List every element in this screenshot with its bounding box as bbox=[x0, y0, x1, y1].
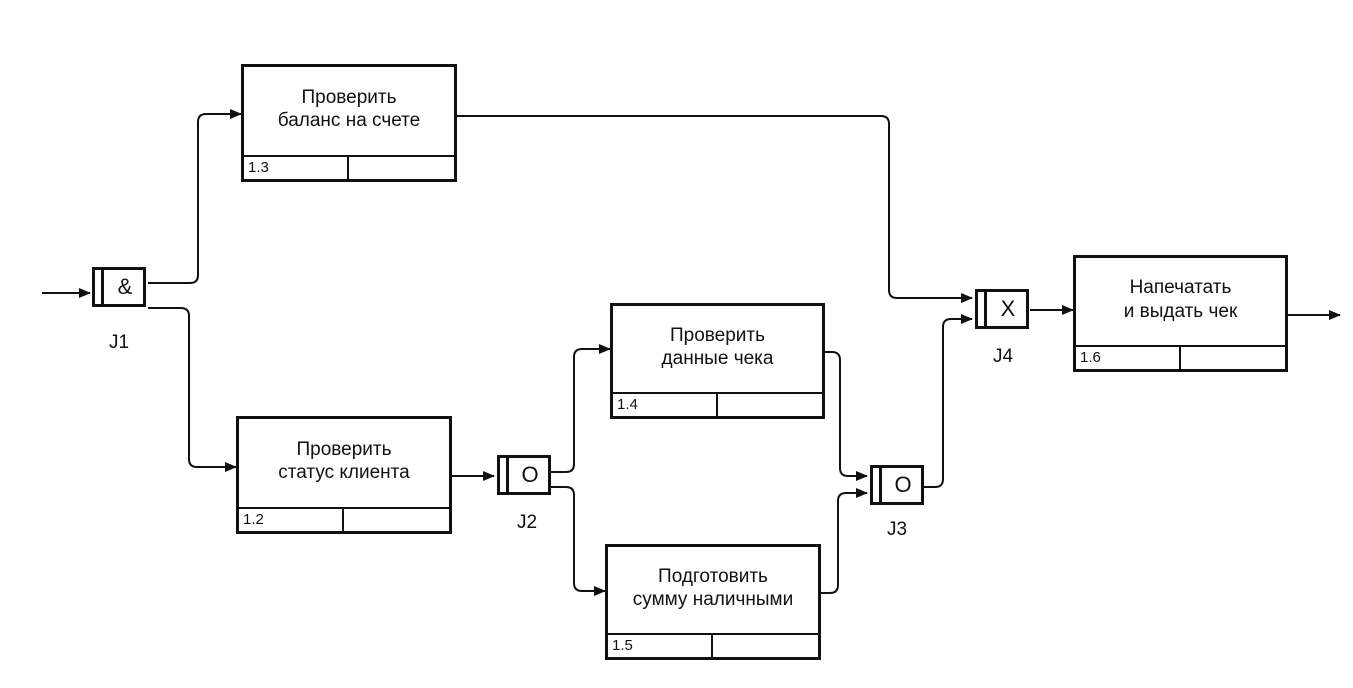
uow-ref-cell bbox=[718, 394, 823, 416]
junction-j1: & bbox=[92, 267, 146, 307]
uow-title: Подготовить сумму наличными bbox=[632, 565, 794, 610]
uow-id-row: 1.6 bbox=[1076, 345, 1285, 369]
uow-title: Напечатать и выдать чек bbox=[1123, 277, 1238, 322]
junction-symbol: O bbox=[521, 462, 539, 487]
junction-bar bbox=[984, 292, 987, 326]
uow-1-4: Проверить данные чека 1.4 bbox=[610, 303, 825, 419]
uow-ref-cell bbox=[713, 635, 818, 657]
junction-label: J2 bbox=[516, 512, 538, 533]
uow-id-row: 1.3 bbox=[244, 155, 454, 179]
uow-number: 1.4 bbox=[613, 394, 718, 416]
uow-1-2: Проверить статус клиента 1.2 bbox=[236, 416, 452, 534]
uow-title: Проверить баланс на счете bbox=[277, 86, 421, 131]
junction-bar bbox=[506, 458, 509, 492]
link-j3-to-j4 bbox=[924, 314, 973, 488]
junction-bar bbox=[879, 468, 882, 502]
uow-ref-cell bbox=[1181, 347, 1286, 369]
uow-number: 1.5 bbox=[608, 635, 713, 657]
junction-j2: O bbox=[497, 455, 551, 495]
uow-id-row: 1.2 bbox=[239, 507, 449, 531]
junction-label: J1 bbox=[108, 332, 130, 353]
uow-1-6: Напечатать и выдать чек 1.6 bbox=[1073, 255, 1288, 372]
junction-label: J4 bbox=[992, 346, 1014, 367]
uow-1-3: Проверить баланс на счете 1.3 bbox=[241, 64, 457, 182]
link-j2-to-u15 bbox=[551, 486, 606, 596]
uow-title: Проверить статус клиента bbox=[278, 438, 410, 483]
uow-ref-cell bbox=[344, 509, 449, 531]
uow-number: 1.3 bbox=[244, 157, 349, 179]
junction-symbol: O bbox=[894, 472, 912, 497]
junction-j4: X bbox=[975, 289, 1029, 329]
uow-number: 1.6 bbox=[1076, 347, 1181, 369]
junction-symbol: & bbox=[117, 274, 133, 299]
uow-ref-cell bbox=[349, 157, 454, 179]
uow-title: Проверить данные чека bbox=[661, 324, 774, 369]
link-u15-to-j3 bbox=[820, 488, 868, 594]
link-u13-to-j4 bbox=[456, 115, 973, 303]
junction-symbol: X bbox=[1000, 296, 1016, 321]
link-j1-to-u13 bbox=[148, 109, 242, 284]
uow-number: 1.2 bbox=[239, 509, 344, 531]
uow-1-5: Подготовить сумму наличными 1.5 bbox=[605, 544, 821, 660]
link-j1-to-u12 bbox=[148, 307, 237, 472]
link-u14-to-j3 bbox=[824, 351, 868, 481]
uow-id-row: 1.5 bbox=[608, 633, 818, 657]
uow-id-row: 1.4 bbox=[613, 392, 822, 416]
link-j2-to-u14 bbox=[551, 344, 611, 473]
junction-label: J3 bbox=[886, 519, 908, 540]
junction-j3: O bbox=[870, 465, 924, 505]
junction-bar bbox=[101, 270, 104, 304]
